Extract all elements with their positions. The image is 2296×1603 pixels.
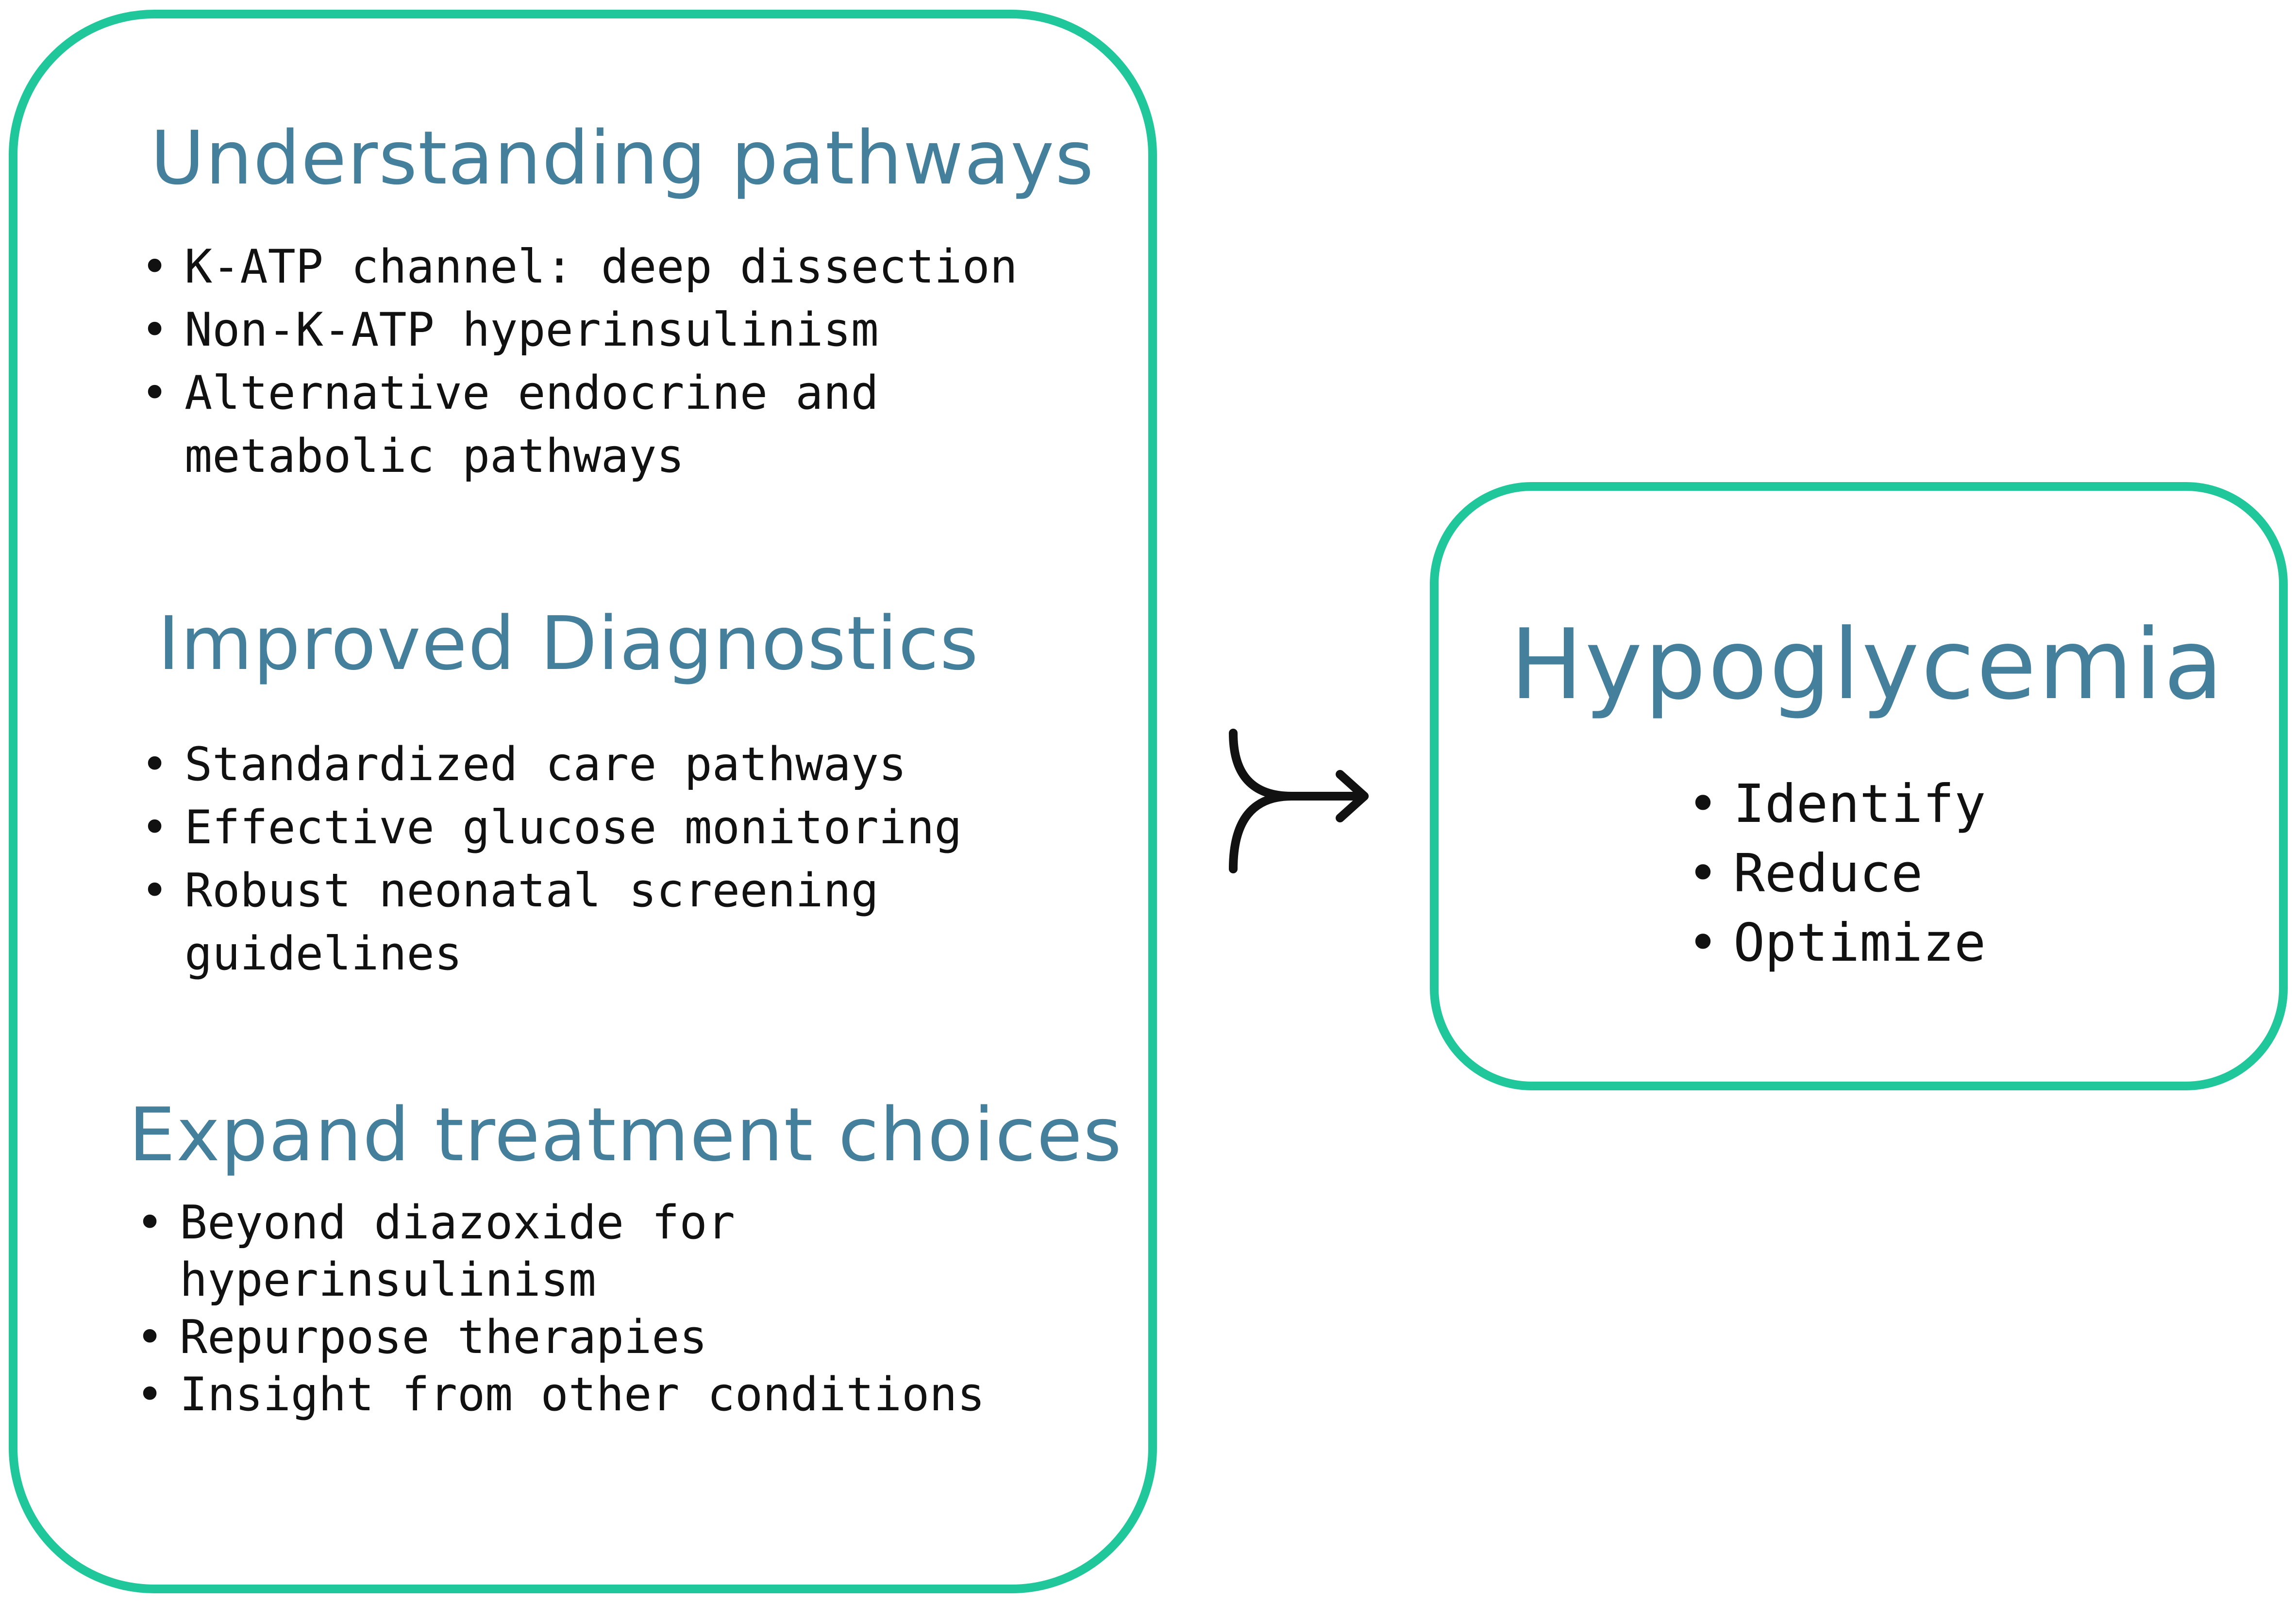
bullet-icon: • [141, 738, 169, 791]
hypoglycemia-title: Hypoglycemia [1510, 608, 2225, 721]
bullet-icon: • [141, 240, 169, 294]
section-heading-pathways: Understanding pathways [151, 115, 1095, 201]
section-heading-treatment: Expand treatment choices [129, 1092, 1123, 1178]
bullet-icon: • [1687, 913, 1719, 973]
list-item: •K-ATP channel: deep dissection [141, 235, 1018, 299]
list-item: •Standardized care pathways [141, 733, 962, 796]
merge-arrow-path [1229, 729, 1369, 873]
bullet-icon: • [141, 801, 169, 854]
bullet-icon: • [1687, 774, 1719, 835]
section-heading-diagnostics: Improved Diagnostics [158, 601, 979, 686]
bullet-icon: • [136, 1311, 164, 1364]
list-item: •Reduce [1687, 839, 1986, 908]
bullet-icon: • [141, 303, 169, 357]
bullet-icon: • [136, 1196, 164, 1250]
merge-arrow-icon [1229, 729, 1369, 873]
left-panel [9, 10, 1157, 1593]
list-item: •Identify [1687, 769, 1986, 839]
bullet-icon: • [141, 367, 169, 420]
bullet-icon: • [136, 1368, 164, 1421]
diagnostics-list: •Standardized care pathways •Effective g… [141, 733, 962, 985]
right-panel [1430, 482, 2288, 1090]
pathways-list: •K-ATP channel: deep dissection •Non-K-A… [141, 235, 1018, 488]
bullet-icon: • [141, 864, 169, 918]
list-item: •Non-K-ATP hyperinsulinism [141, 299, 1018, 362]
list-item: •Repurpose therapies [136, 1309, 985, 1366]
goals-list: •Identify •Reduce •Optimize [1687, 769, 1986, 978]
list-item: •Effective glucose monitoring [141, 796, 962, 859]
list-item: •Optimize [1687, 908, 1986, 978]
bullet-icon: • [1687, 843, 1719, 904]
list-item: •Insight from other conditions [136, 1366, 985, 1423]
